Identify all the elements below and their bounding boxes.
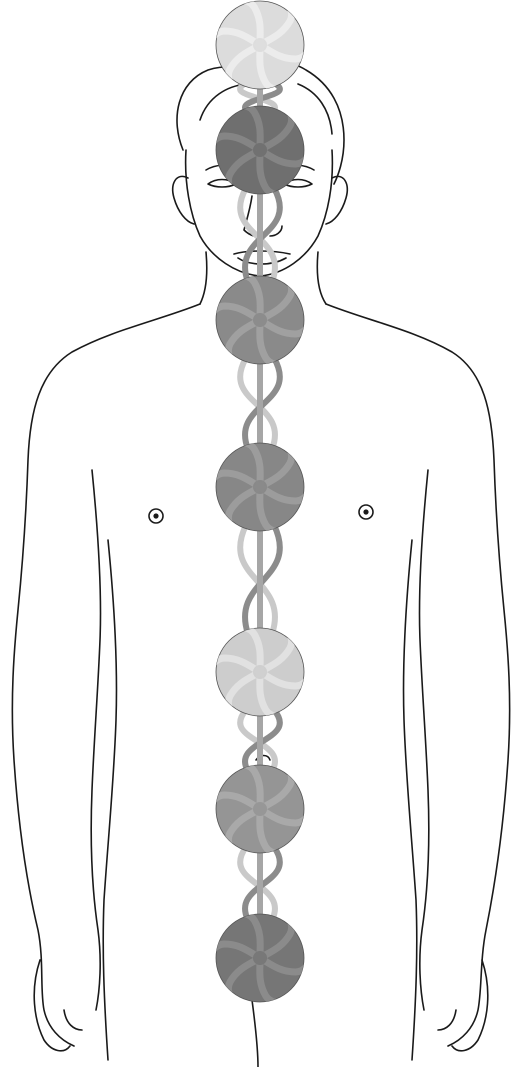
left-ear [173, 176, 194, 224]
heart-disc-core [253, 480, 267, 494]
left-inner-arm [91, 470, 100, 1010]
crown-chakra-disc [206, 0, 314, 94]
groin-line [252, 1000, 258, 1067]
third-eye-disc-core [253, 143, 267, 157]
right-shoulder-arm [326, 304, 510, 1046]
right-torso-side [403, 540, 416, 1060]
solar-plexus-disc-core [253, 665, 267, 679]
left-torso-side [103, 540, 116, 1060]
root-disc-core [253, 951, 267, 965]
hair-detail-right [298, 84, 332, 134]
sacral-disc-core [253, 802, 267, 816]
right-nipple-center [364, 510, 368, 514]
throat-disc-core [253, 313, 267, 327]
left-shoulder-arm [12, 304, 200, 1046]
solar-plexus-chakra-disc [206, 623, 314, 722]
left-nipple-center [154, 514, 158, 518]
sacral-chakra-disc [206, 760, 314, 859]
right-inner-arm [419, 470, 428, 1010]
throat-chakra-disc [206, 271, 314, 370]
heart-chakra-disc [206, 438, 314, 537]
neck-left [200, 252, 207, 304]
third-eye-chakra-disc [206, 101, 314, 200]
root-chakra-disc [206, 909, 314, 1008]
neck-right [317, 252, 326, 304]
crown-disc-core [253, 38, 267, 52]
